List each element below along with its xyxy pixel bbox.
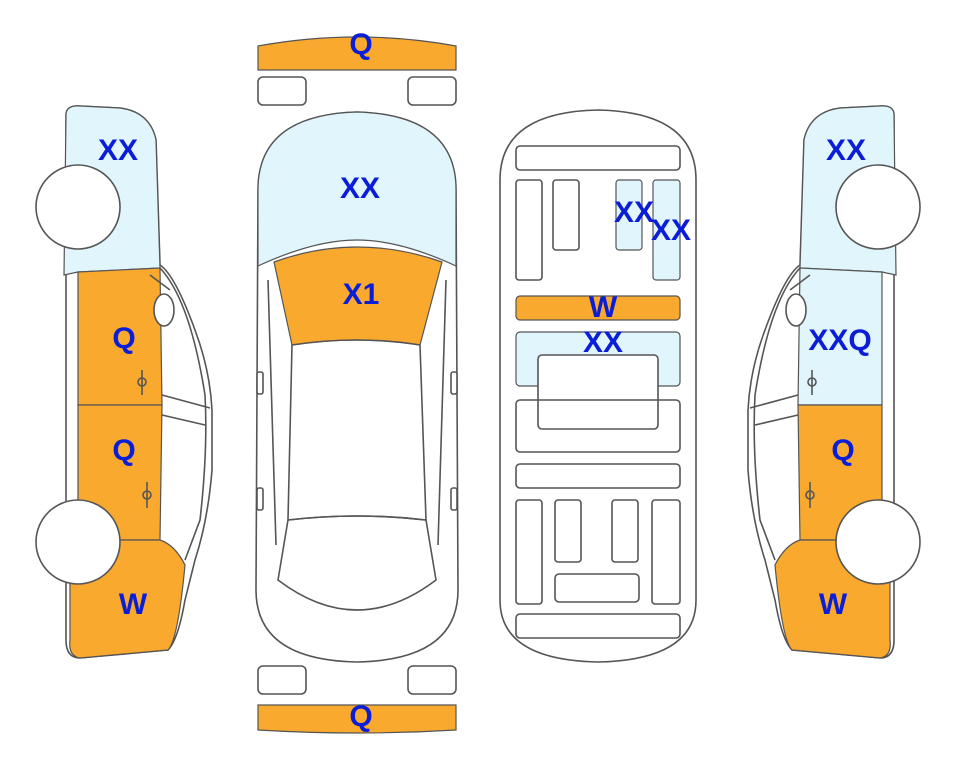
windshield-label: X1 [343,278,380,311]
right-rear-door-label: Q [831,434,854,467]
right-side-view: XX XXQ Q W [747,105,921,659]
left-side-view: XX Q Q W [35,105,213,659]
floor-crossmember-label: W [589,291,618,324]
left-fender-label: XX [98,134,138,167]
rear-bumper-label: Q [349,700,372,733]
right-quarter-label: W [819,588,848,621]
left-front-wheel [35,164,121,250]
floor-b-panel[interactable] [652,179,681,281]
front-bumper-panel[interactable] [257,36,457,71]
floor-crossmember-panel[interactable] [515,295,681,321]
left-front-door-label: Q [112,322,135,355]
hood-panel[interactable] [257,111,457,267]
underbody-view: XX XX W XX [499,109,697,663]
floor-a-panel[interactable] [615,179,643,251]
right-front-door-label: XXQ [808,324,871,357]
rear-bumper-panel[interactable] [257,704,457,734]
floor-a-label: XX [614,196,654,229]
right-fender-label: XX [826,134,866,167]
right-front-wheel [835,164,921,250]
right-rear-wheel [835,499,921,585]
left-rear-door-label: Q [112,434,135,467]
floor-b-label: XX [651,214,691,247]
front-bumper-label: Q [349,28,372,61]
left-rear-wheel [35,499,121,585]
left-quarter-label: W [119,588,148,621]
floor-center-label: XX [583,326,623,359]
hood-label: XX [340,172,380,205]
top-view: Q XX X1 Q [255,28,459,734]
